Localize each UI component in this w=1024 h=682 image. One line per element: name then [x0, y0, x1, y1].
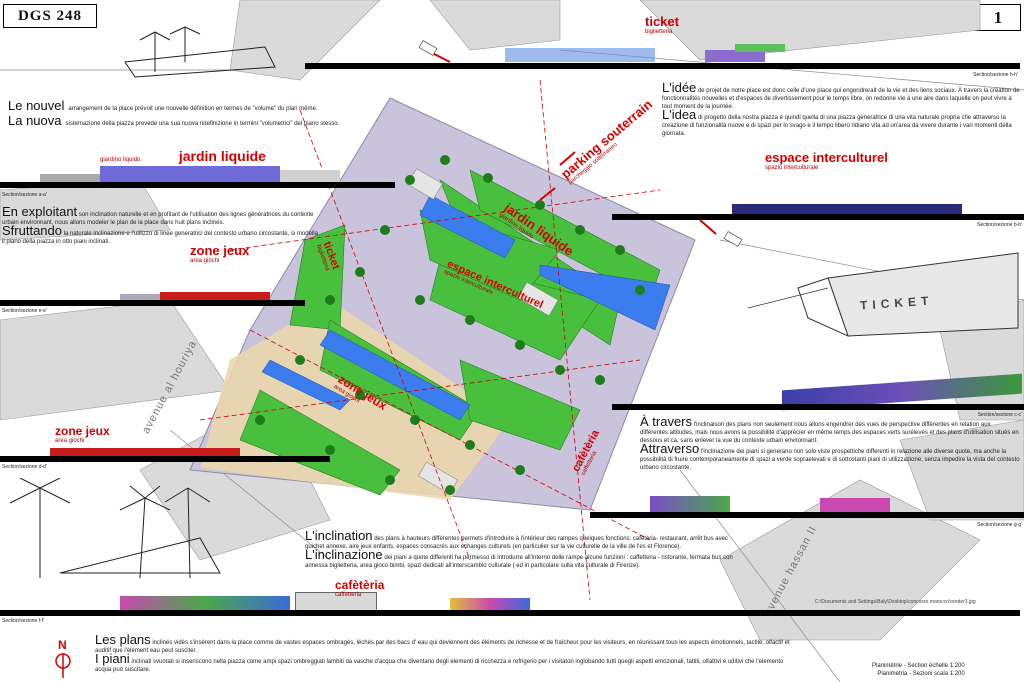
car-icon-2 — [723, 231, 743, 247]
attraverso-lead: Attraverso — [640, 441, 700, 456]
piani-lead: I piani — [95, 651, 130, 666]
espace-title: espace interculturel — [765, 150, 888, 165]
text-inclination: L'inclination des plans à hauteurs diffé… — [305, 529, 735, 570]
exploitant-lead: En exploitant — [2, 204, 78, 219]
text-idee: L'idée de projet de notre place est donc… — [662, 81, 1020, 138]
sfruttando-lead: Sfruttando — [2, 223, 62, 238]
zone-jeux-2-subtitle: area giochi — [55, 438, 85, 444]
piani-body: inclinati svuotati si inseriscono nella … — [95, 659, 784, 673]
section-b-b-label: Section/sezione b-b' — [977, 222, 1022, 228]
nuova-body: sistemazione della piazza prevede una su… — [65, 121, 340, 127]
ticket-title: ticket — [645, 14, 679, 29]
inclination-body: des plans à hauteurs différentes permets… — [305, 536, 728, 550]
section-c-c: Section/sezione c-c' — [612, 370, 1024, 418]
cafeteria-label: cafètèria caffetteria — [335, 578, 384, 598]
section-a-a: Section/sezione a-a' — [0, 140, 395, 200]
nouvel-lead: Le nouvel — [8, 98, 65, 113]
section-h-h: Section/sezione h-h' — [305, 30, 1020, 78]
section-f-f: Section/sezione f-f' — [0, 588, 1020, 624]
zone-jeux-2-title: zone jeux — [55, 424, 110, 438]
section-h-h-label: Section/sezione h-h' — [973, 72, 1018, 78]
ticket-subtitle: biglietteria — [645, 29, 673, 35]
green-plane-7 — [239, 389, 401, 496]
inclinazione-lead: L'inclinazione — [305, 547, 383, 562]
zone-jeux-subtitle: area giochi — [190, 258, 220, 264]
idee-body: de projet de notre place est donc celle … — [662, 88, 1020, 110]
section-b-b: Section/sezione b-b' — [612, 190, 1024, 232]
text-exploitant: En exploitant son inclination naturelle … — [2, 205, 322, 246]
idea-body: di progetto della nostra piazza è quindi… — [662, 115, 1012, 137]
idea-lead: L'idea — [662, 107, 697, 122]
jardin-title: jardin liquide — [178, 148, 266, 164]
section-a-a-label: Section/sezione a-a' — [2, 192, 47, 198]
zone-jeux-2-label: zone jeux area giochi — [55, 424, 110, 444]
green-plane-4 — [429, 259, 601, 361]
section-e-e: Section/sezione e-e' — [0, 280, 305, 320]
plans-lead: Les plans — [95, 632, 151, 647]
stairs-2 — [517, 281, 559, 317]
atravers-lead: À travers — [640, 414, 693, 429]
ticket-sketch — [748, 252, 1019, 337]
water-basin-1 — [419, 194, 516, 259]
attraverso-body: l'inclinazione dei piani si generano non… — [640, 449, 1020, 471]
nouvel-body: arrangement de la place prévoit une nouv… — [68, 106, 318, 112]
perspective-sketch — [124, 26, 276, 78]
cafeteria-title: cafètèria — [335, 578, 385, 592]
section-c-c-label: Section/sezione c-c' — [977, 412, 1022, 418]
section-d-d-label: Section/sezione d-d' — [2, 464, 47, 470]
text-plans: Les plans inclinés vidés s'insèrent dans… — [95, 633, 795, 674]
idee-lead: L'idée — [662, 80, 697, 95]
espace-subtitle: spazio interculturale — [765, 165, 819, 171]
ticket-label: ticket biglietteria — [645, 14, 679, 35]
project-code: DGS 248 — [17, 7, 83, 24]
scale-fr: Planimétrie - Section échelle 1:200 — [872, 663, 965, 669]
section-e-e-label: Section/sezione e-e' — [2, 308, 47, 314]
water-basin-3 — [319, 329, 471, 421]
exploitant-body: son inclination naturelle et en profitan… — [2, 212, 314, 226]
file-path: C:\Documents and Settings\Baly\Desktop\c… — [815, 599, 976, 605]
espace-label: espace interculturel spazio intercultura… — [765, 150, 888, 171]
north-arrow: N — [52, 638, 74, 678]
section-g-g-label: Section/sezione g-g' — [977, 522, 1022, 528]
atravers-body: l'inclinaison des plans non seulement no… — [640, 422, 1019, 444]
north-arrow-icon — [55, 653, 71, 678]
scale-it: Planimetria - Sezioni scala 1:200 — [877, 671, 965, 677]
text-atravers: À travers l'inclinaison des plans non se… — [640, 415, 1020, 472]
section-f-f-label: Section/sezione f-f' — [2, 618, 45, 624]
inclination-lead: L'inclination — [305, 528, 373, 543]
project-code-box: DGS 248 — [3, 4, 97, 28]
sfruttando-body: la naturale inclinazione e l'utilizzo di… — [2, 231, 318, 245]
palm-sketch — [9, 478, 221, 578]
sheet-number: 1 — [993, 7, 1003, 27]
green-plane-6 — [459, 359, 581, 451]
nuova-lead: La nuova — [8, 113, 62, 128]
section-g-g: Section/sezione g-g' — [590, 490, 1024, 534]
section-d-d: Section/sezione d-d' — [0, 440, 330, 472]
zone-jeux-label: zone jeux area giochi — [190, 243, 249, 264]
jardin-label: giardino liquido jardin liquide — [100, 148, 266, 166]
water-basin-2 — [539, 264, 671, 331]
inclinazione-body: dei piani a quote differenti ha permesso… — [305, 555, 733, 569]
car-icon — [418, 40, 438, 56]
cafeteria-subtitle: caffetteria — [335, 592, 362, 598]
scale-block: Planimétrie - Section échelle 1:200 Plan… — [872, 662, 965, 678]
zone-jeux-title: zone jeux — [190, 243, 250, 258]
plans-body: inclinés vidés s'insèrent dans la place … — [95, 640, 790, 654]
water-basin-4 — [261, 359, 351, 411]
jardin-subtitle: giardino liquido — [100, 157, 141, 163]
north-label: N — [58, 638, 67, 652]
